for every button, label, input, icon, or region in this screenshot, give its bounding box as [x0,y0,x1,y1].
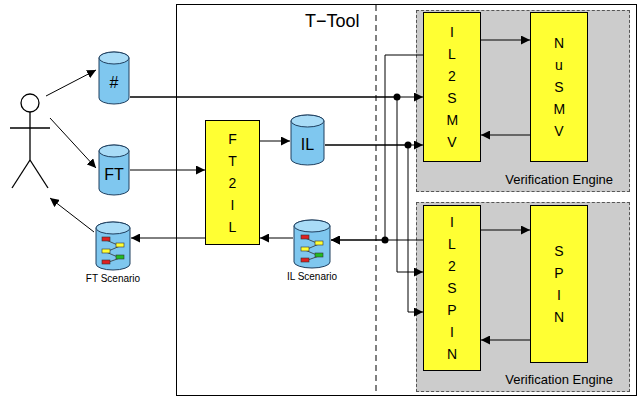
junction-dot [382,237,389,244]
flow-arrow [481,135,530,136]
icon-block [116,243,124,247]
process-box: IL2SPIN [423,205,481,371]
group-label: Verification Engine [505,172,613,187]
process-label: SPIN [553,240,564,328]
data-store: # [98,52,130,104]
user-arms [10,127,50,128]
store-label: FT [104,166,124,184]
icon-block [116,255,124,259]
cylinder-body [291,115,324,165]
flow-arrow [260,141,290,142]
cylinder-top [294,220,330,232]
flow-arrow [331,55,423,240]
scenario-store: IL Scenario [293,220,331,268]
flow-arrow [481,40,530,41]
flow-arrow [131,238,205,239]
flow-arrow [130,170,205,171]
flow-arrow [130,97,423,272]
process-label: IL2SPIN [446,211,457,365]
icon-block [301,258,309,262]
icon-block [102,237,110,241]
tool-title: T−Tool [305,11,360,32]
process-box: SPIN [530,205,588,363]
engine-group: IL2SMV NuSMV Verification Engine [416,10,630,192]
user-body [29,112,30,160]
icon-block [301,235,309,239]
scenario-icon [301,235,323,262]
flow-arrow [260,238,293,239]
flow-arrow [481,230,530,231]
process-box: FT2IL [205,120,260,245]
cylinder-body [96,222,130,270]
user-arrow [50,198,94,232]
scenario-icon [102,237,124,264]
dashed-divider [376,5,377,395]
user-leg [30,160,48,188]
icon-block [315,241,323,245]
cylinder-top [99,145,129,157]
flow-arrow [130,97,423,98]
icon-block [315,253,323,257]
process-label: FT2IL [227,128,238,238]
icon-block [102,249,110,253]
user-leg [12,160,30,188]
cylinder-top [291,115,324,127]
store-caption: FT Scenario [65,273,161,284]
user-figure [10,94,50,188]
flow-arrow [325,145,423,312]
process-box: IL2SMV [423,12,481,162]
engine-group: IL2SPIN SPIN Verification Engine [416,202,630,392]
flow-arrow [331,240,423,241]
cylinder-body [99,145,129,195]
store-caption: IL Scenario [263,271,361,282]
flow-arrow [481,340,530,341]
process-box: NuSMV [530,12,588,162]
data-store: IL [290,115,325,165]
tool-frame: FT2IL IL IL Scenario IL2SMV NuSMV Verificatio… [176,4,637,396]
cylinder-shape [95,222,131,270]
scenario-store: FT Scenario [95,222,131,270]
data-store: FT [98,145,130,195]
junction-dot [405,142,412,149]
user-arrow [46,70,96,96]
process-label: IL2SMV [446,21,457,153]
user-arrow [50,118,96,168]
store-label: # [110,74,119,92]
cylinder-body [99,52,129,104]
process-label: NuSMV [553,32,564,142]
icon-block [102,260,110,264]
flow-arrow [325,145,423,146]
cylinder-body [294,220,330,268]
user-head [21,94,39,112]
group-label: Verification Engine [505,372,613,387]
icon-block [301,247,309,251]
junction-dot [394,94,401,101]
cylinder-top [96,222,130,234]
cylinder-shape [293,220,331,268]
store-label: IL [301,136,314,154]
cylinder-top [99,52,129,64]
